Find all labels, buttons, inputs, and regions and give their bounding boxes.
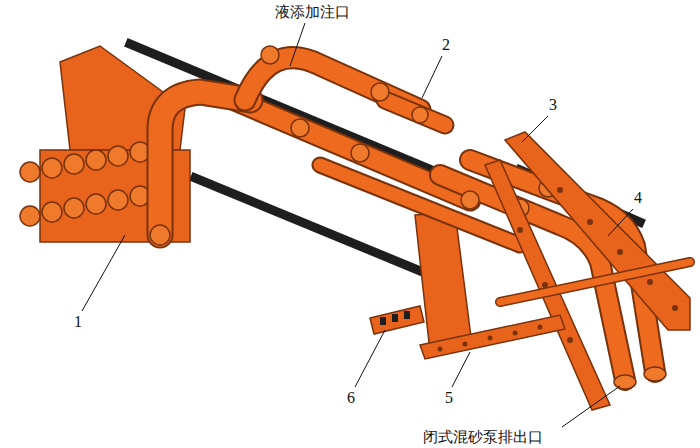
callout-number: 4 — [632, 189, 644, 207]
part-label: 液添加注口 — [273, 4, 352, 21]
callout-number: 6 — [345, 389, 357, 407]
part-label: 闭式混砂泵排出口 — [421, 429, 545, 446]
callout-number: 5 — [443, 389, 455, 407]
callout-number: 2 — [440, 36, 452, 54]
callout-number: 3 — [547, 96, 559, 114]
callout-number: 1 — [72, 313, 84, 331]
